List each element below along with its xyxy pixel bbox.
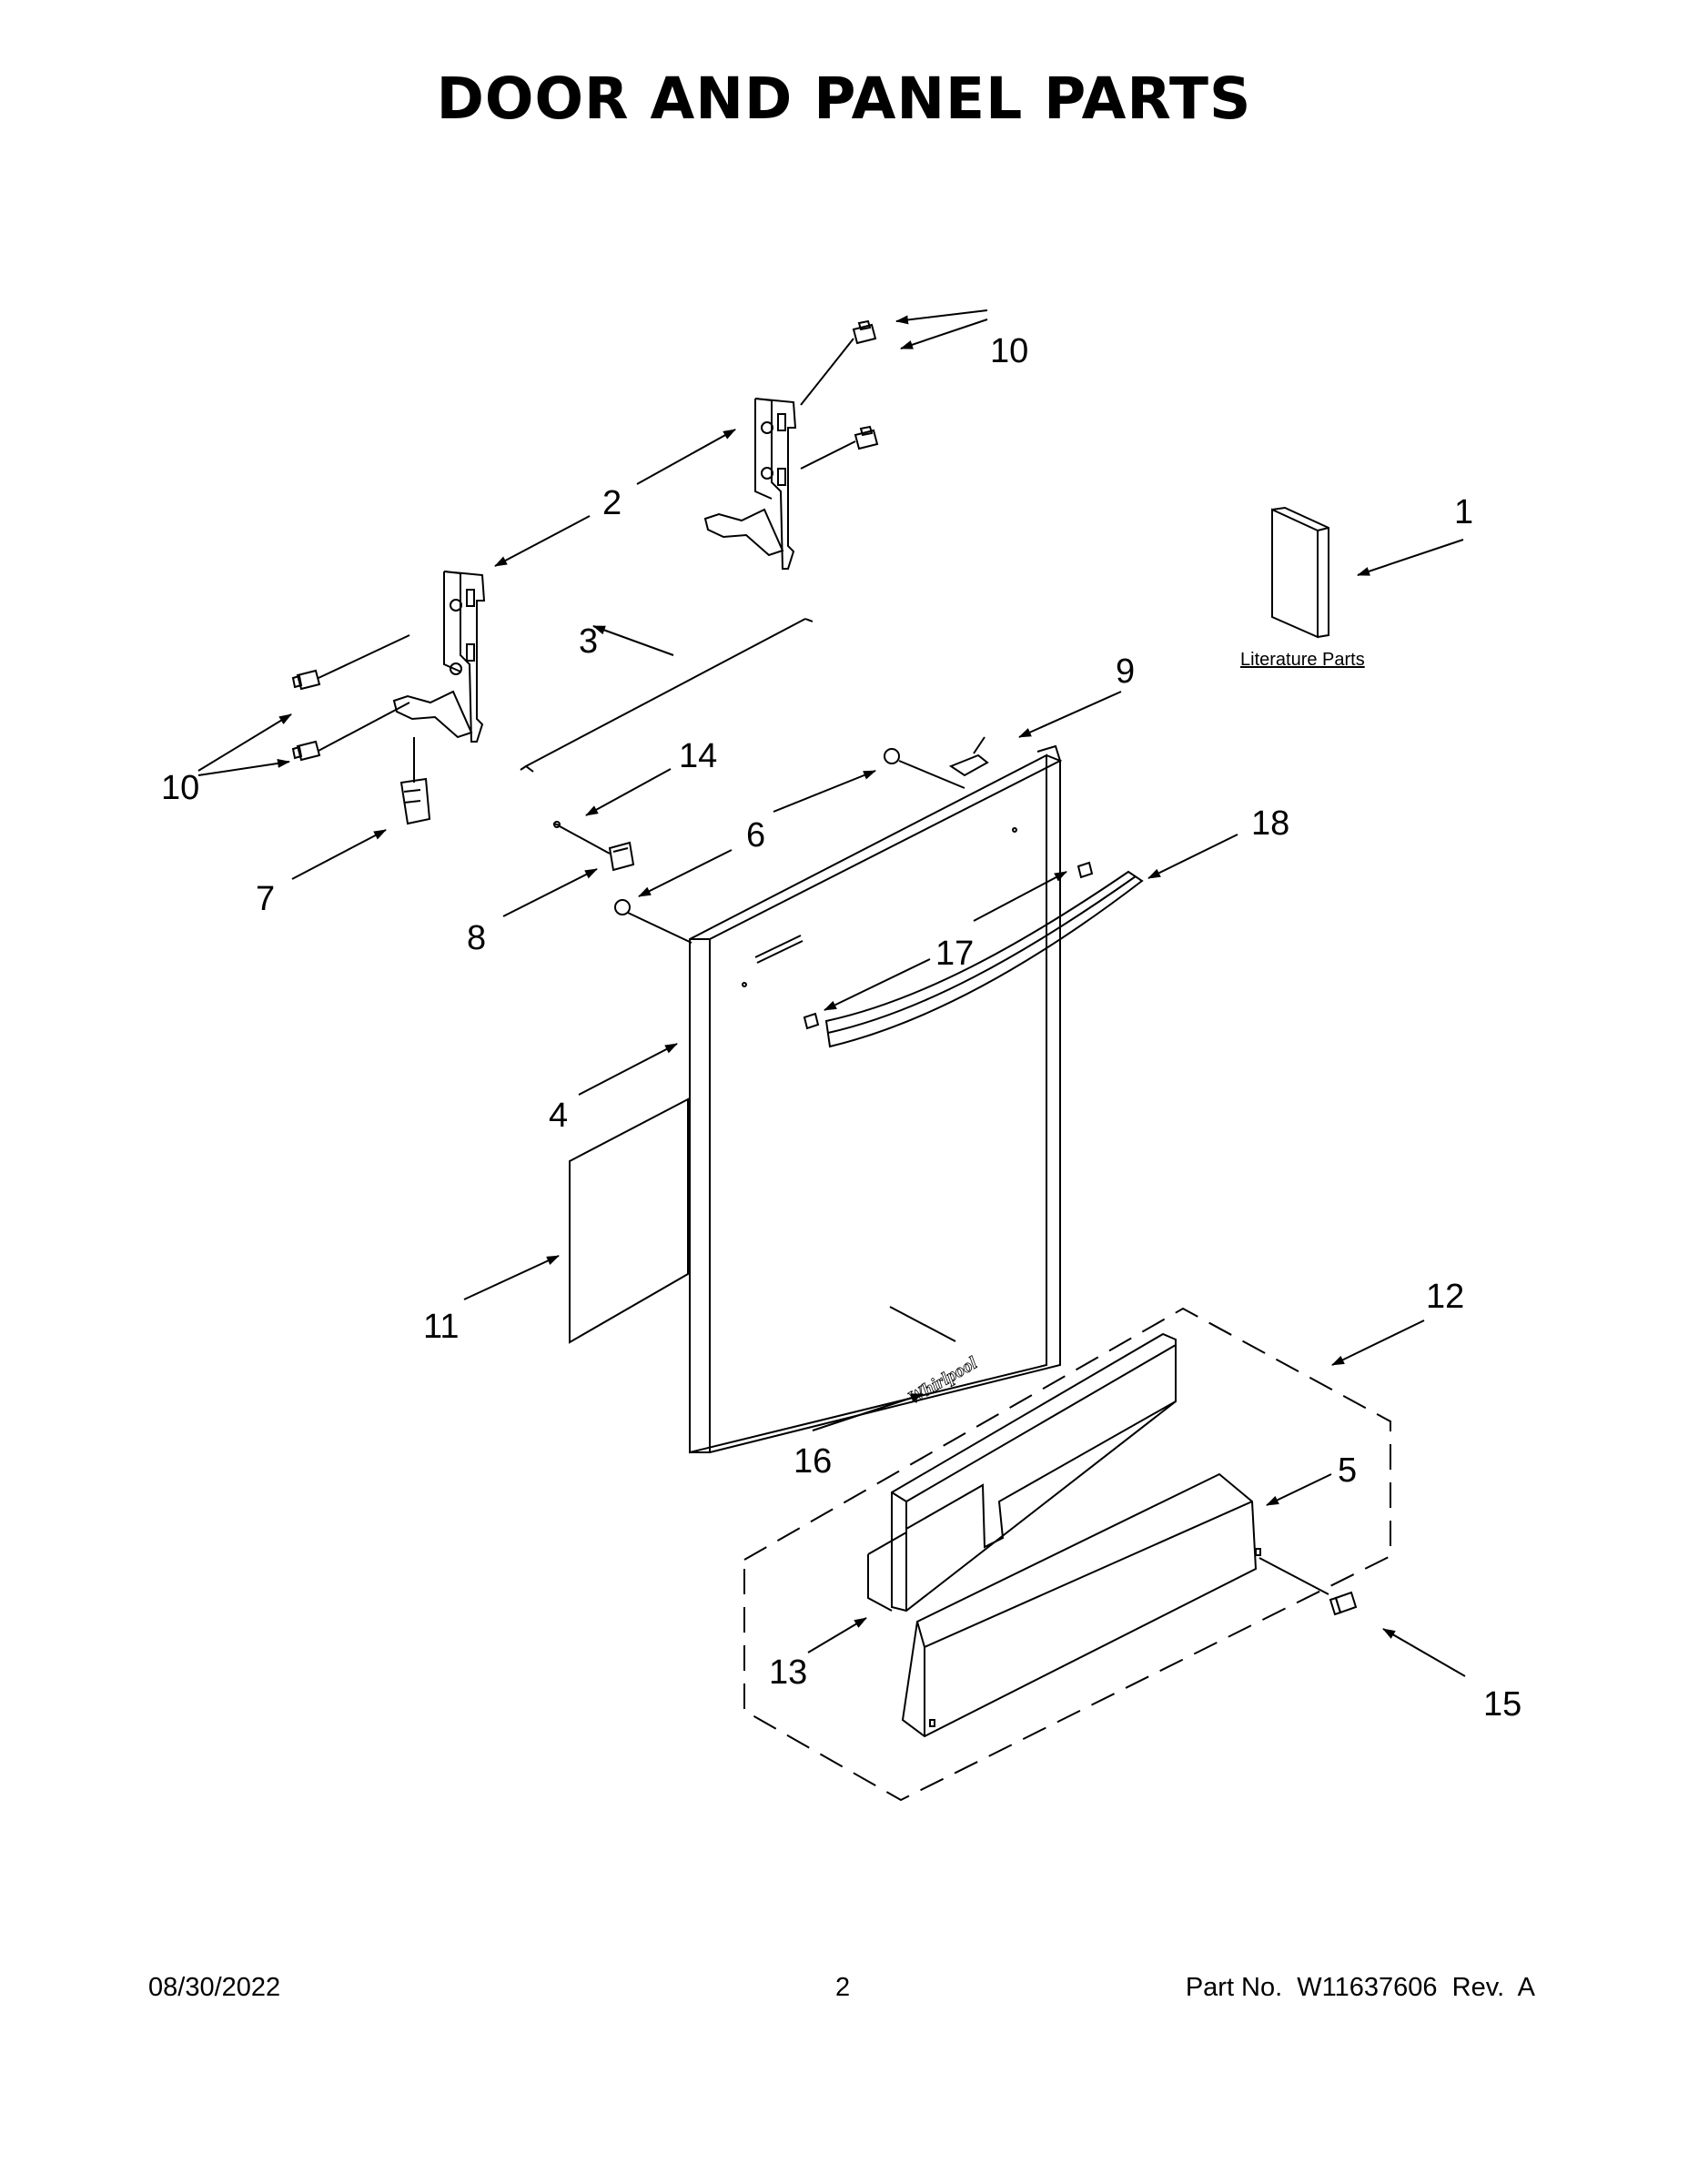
callout-17: 17 (935, 935, 974, 973)
brand-logo: Whirlpool (905, 1353, 981, 1409)
callout-13: 13 (769, 1653, 807, 1692)
handle-screws (742, 827, 1094, 1030)
vent-bracket (608, 841, 635, 872)
callout-6: 6 (746, 816, 765, 854)
vent-clip (948, 736, 989, 777)
panel-screw (1258, 1557, 1358, 1616)
washer-lower (614, 899, 631, 915)
callout-2: 2 (602, 484, 622, 522)
washer-upper (884, 748, 900, 764)
hinge-bracket-lower (392, 571, 486, 743)
door-handle (824, 870, 1144, 1048)
footer-page-number: 2 (835, 1973, 851, 2002)
callout-18: 18 (1251, 804, 1289, 843)
callout-8: 8 (467, 919, 486, 957)
callout-12: 12 (1426, 1278, 1464, 1316)
callout-10-lower: 10 (161, 769, 199, 807)
hinge-screws (291, 319, 879, 762)
footer-part-number: Part No. W11637606 Rev. A (1185, 1973, 1535, 2002)
callout-5: 5 (1338, 1451, 1357, 1490)
callout-10-upper: 10 (990, 332, 1028, 370)
vent-screw (552, 821, 561, 828)
callout-16: 16 (793, 1442, 832, 1481)
lower-panel-kit-outline (743, 1307, 1391, 1802)
access-panel (901, 1472, 1261, 1738)
callout-3: 3 (579, 622, 598, 661)
callout-4: 4 (549, 1097, 568, 1135)
page-title: DOOR AND PANEL PARTS (436, 66, 1252, 132)
callout-15: 15 (1483, 1685, 1521, 1724)
outer-door-panel (689, 744, 1063, 1454)
callout-1: 1 (1454, 493, 1473, 531)
literature-parts-box (1271, 506, 1329, 639)
callout-7: 7 (256, 880, 275, 918)
hinge-bracket-upper (703, 398, 797, 570)
literature-parts-label: Literature Parts (1240, 650, 1365, 670)
door-rod (520, 618, 814, 773)
door-strike (399, 737, 431, 825)
callout-9: 9 (1116, 652, 1135, 691)
callout-14: 14 (679, 737, 717, 775)
footer-date: 08/30/2022 (148, 1973, 281, 2002)
toe-panel (867, 1332, 1177, 1613)
callout-11: 11 (423, 1308, 459, 1346)
